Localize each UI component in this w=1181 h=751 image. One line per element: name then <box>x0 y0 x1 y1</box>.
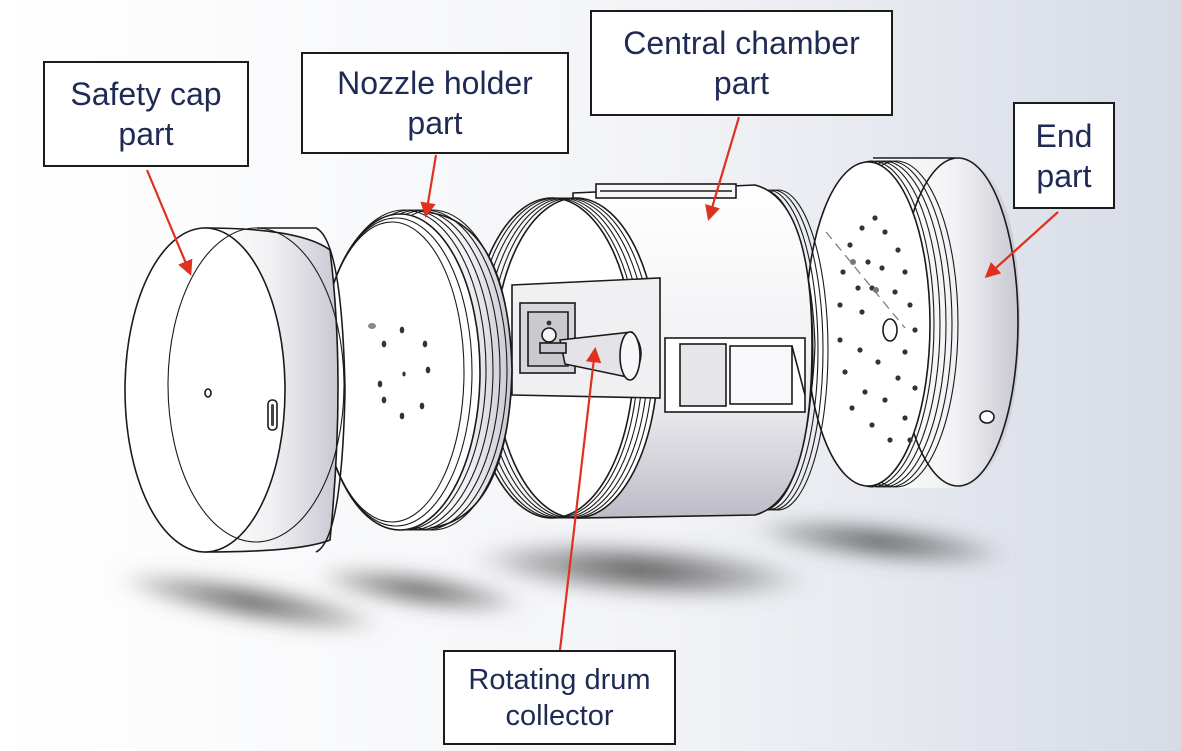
end-part-center-hole <box>882 318 898 342</box>
end-part-side-hole <box>979 410 995 424</box>
label-nozzle-holder: Nozzle holder part <box>301 52 569 154</box>
arrows <box>145 116 1059 651</box>
label-rotating-drum-line1: Rotating drum <box>468 663 651 696</box>
arrow-safety-cap <box>145 169 193 276</box>
label-rotating-drum: Rotating drum collector <box>443 650 676 745</box>
safety-cap-rim <box>257 227 346 553</box>
arrow-central-chamber <box>705 116 741 221</box>
central-chamber <box>469 183 829 519</box>
shadow-end-part <box>745 517 1015 567</box>
safety-cap <box>124 227 346 553</box>
label-central-chamber-line1: Central chamber <box>623 25 860 61</box>
label-end-part-line2: part <box>1036 157 1092 194</box>
nozzle-holder-holes <box>368 323 431 420</box>
safety-cap-center-hole <box>204 388 212 398</box>
label-safety-cap-line1: Safety cap <box>70 76 222 112</box>
end-part-face <box>805 161 931 487</box>
label-end-part-line1: End <box>1035 117 1093 154</box>
arrow-end-part <box>984 211 1059 279</box>
label-nozzle-holder-line1: Nozzle holder <box>337 65 533 101</box>
shadow-safety-cap <box>112 570 388 634</box>
arrow-rotating-drum <box>558 346 602 651</box>
label-safety-cap: Safety cap part <box>43 61 249 167</box>
label-end-part: End part <box>1013 102 1115 209</box>
end-part <box>805 157 1020 488</box>
floor-shadows <box>112 517 1015 634</box>
label-central-chamber-line2: part <box>713 65 770 101</box>
end-part-holes <box>837 215 918 443</box>
label-central-chamber: Central chamber part <box>590 10 893 116</box>
shadow-central-chamber <box>465 539 815 601</box>
label-safety-cap-line2: part <box>118 116 174 152</box>
shadow-nozzle-holder <box>311 566 529 614</box>
central-chamber-window <box>679 343 727 407</box>
label-nozzle-holder-line2: part <box>407 105 463 141</box>
safety-cap-face <box>124 227 286 553</box>
end-part-axis-line <box>825 231 906 329</box>
nozzle-holder <box>319 209 513 531</box>
arrow-nozzle-holder <box>420 154 438 219</box>
label-rotating-drum-line2: collector <box>505 699 614 732</box>
